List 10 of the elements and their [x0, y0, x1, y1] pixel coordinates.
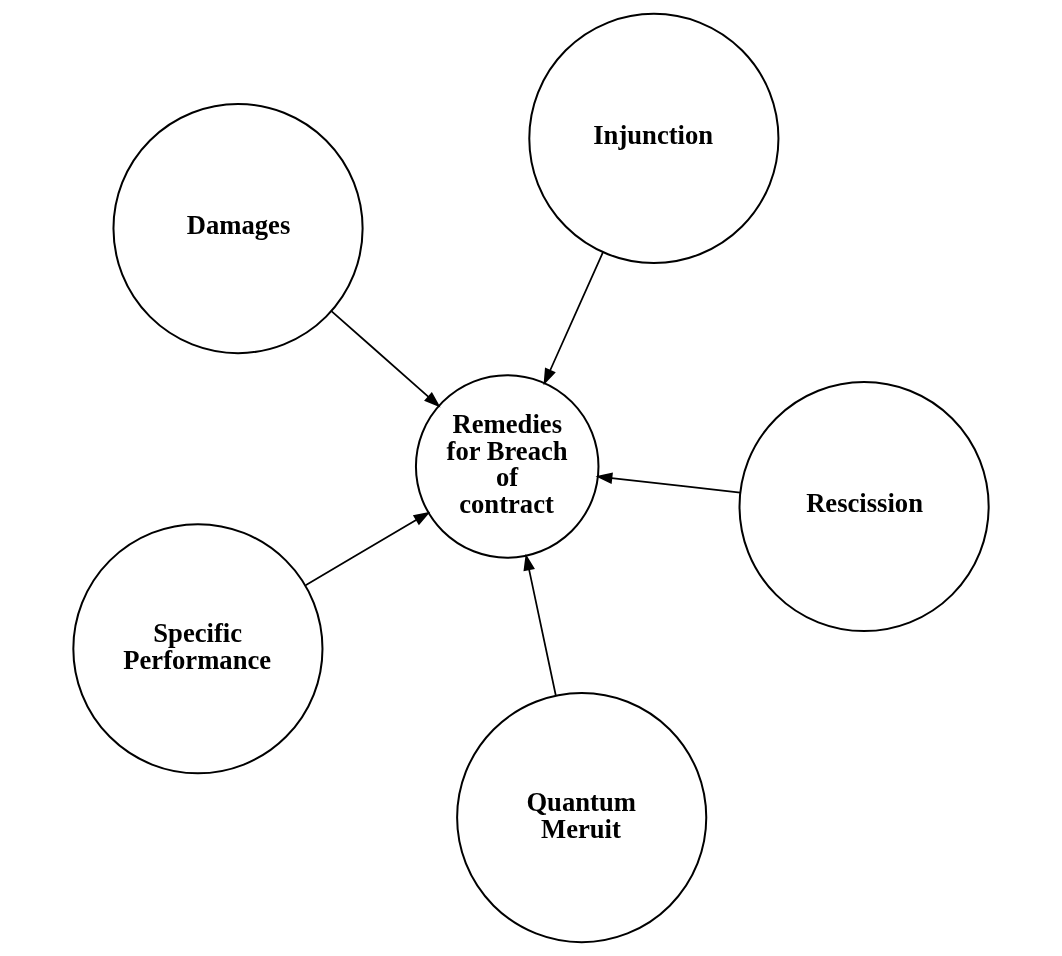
node-circle: Damages [112, 103, 364, 355]
arrow [304, 511, 431, 587]
node-circle: Specific Performance [72, 523, 324, 775]
arrow [543, 251, 604, 386]
arrow [595, 472, 742, 494]
node-circle: Injunction [528, 12, 780, 264]
node-circle: Rescission [738, 380, 990, 633]
arrow [523, 553, 557, 697]
arrow [330, 310, 441, 408]
node-circle: Quantum Meruit [456, 692, 708, 944]
